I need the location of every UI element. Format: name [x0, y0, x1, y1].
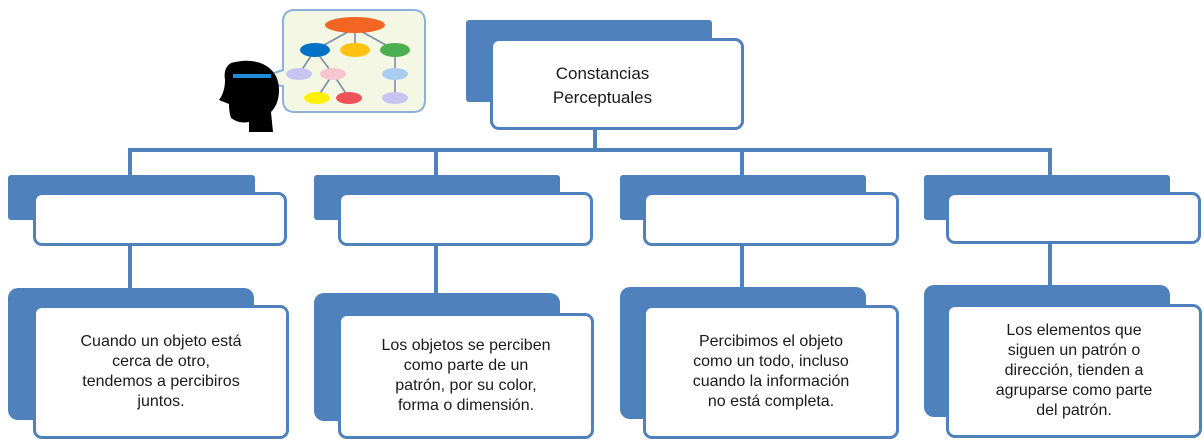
category-box-4: [946, 192, 1201, 244]
title-line-2: Perceptuales: [552, 88, 653, 107]
title-box: [490, 38, 744, 130]
title-line-1: Constancias: [555, 64, 650, 83]
category-box-2: [338, 192, 593, 246]
title-text: Constancias Perceptuales: [505, 62, 700, 110]
description-box-1: Cuando un objeto está cerca de otro, ten…: [33, 305, 289, 439]
description-box-4: Los elementos que siguen un patrón o dir…: [946, 304, 1202, 438]
description-box-2: Los objetos se perciben como parte de un…: [338, 313, 594, 439]
thinking-head-icon: [213, 8, 428, 133]
description-box-3: Percibimos el objeto como un todo, inclu…: [643, 305, 899, 439]
category-box-1: [33, 192, 287, 246]
category-box-3: [643, 192, 899, 246]
